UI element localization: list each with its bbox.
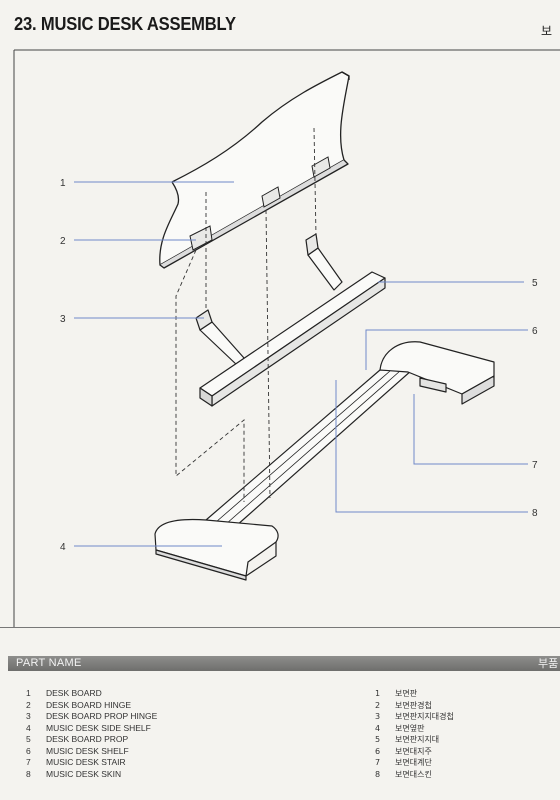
desk-board-prop [199,271,386,407]
part-name-header-ko: 부품 [538,657,559,670]
part-en-item: 3 DESK BOARD PROP HINGE [24,711,157,723]
part-en-item-name: DESK BOARD PROP [46,734,129,744]
callout-labels: 1 2 3 4 5 6 7 8 [60,178,538,553]
part-ko-item: 8 보면대스킨 [373,769,454,781]
part-ko-item: 4 보면옆판 [373,723,454,735]
board-hinges [189,156,331,251]
part-en-item-number: 1 [26,688,31,698]
part-name-band [8,656,560,671]
section-divider [0,627,560,628]
corner-title: 보 [541,24,553,38]
part-en-item: 7 MUSIC DESK STAIR [24,757,157,769]
part-en-item-number: 5 [26,734,31,744]
callout-4: 4 [60,542,66,553]
part-ko-item-name: 보면옆판 [395,723,425,733]
part-en-item-name: MUSIC DESK SKIN [46,768,122,779]
part-en-item-number: 7 [26,757,31,767]
part-en-item-name: DESK BOARD [46,688,102,698]
callout-2: 2 [60,236,66,247]
part-name-header: PART NAME [16,657,82,669]
part-ko-item-number: 3 [375,712,381,721]
callout-3: 3 [60,314,66,325]
part-ko-item-name: 보면대계단 [395,758,432,767]
part-ko-item-number: 7 [375,758,381,767]
parts-list-ko: 1 보면판 2 보면판경첩 3 보면판지지대경첩 4 보면옆판 5 보면판지지대 6 보면대지주 7 보면… [373,688,454,780]
part-ko-item-number: 2 [375,700,381,710]
part-en-item: 4 MUSIC DESK SIDE SHELF [24,723,157,735]
part-en-item: 5 DESK BOARD PROP [24,734,157,746]
part-ko-item: 1 보면판 [373,688,454,700]
callout-5: 5 [532,278,538,289]
part-en-item: 2 DESK BOARD HINGE [24,700,157,712]
part-en-item-name: MUSIC DESK STAIR [46,757,126,767]
leader-lines [74,181,528,547]
part-ko-item-name: 보면판지지대경첩 [395,712,454,721]
part-ko-item: 3 보면판지지대경첩 [373,711,454,723]
callout-7: 7 [532,460,538,471]
part-en-item-number: 6 [26,745,31,756]
part-ko-item-number: 8 [375,769,381,779]
part-en-item: 1 DESK BOARD [24,688,157,700]
desk-shelf [154,341,495,581]
part-en-item-number: 3 [26,711,31,721]
callout-8: 8 [532,508,538,519]
part-ko-item: 7 보면대계단 [373,757,454,769]
part-ko-item-name: 보면대스킨 [395,769,432,779]
page-title: 23. MUSIC DESK ASSEMBLY [14,14,236,34]
part-ko-item-number: 4 [375,723,381,733]
part-ko-item-name: 보면대지주 [395,746,432,756]
part-ko-item-number: 1 [375,689,381,698]
part-ko-item-name: 보면판경첩 [395,700,432,710]
part-en-item-name: MUSIC DESK SIDE SHELF [46,722,151,733]
part-en-item: 6 MUSIC DESK SHELF [24,746,157,758]
part-en-item-name: DESK BOARD HINGE [46,699,132,710]
part-en-item-number: 8 [26,768,31,779]
part-ko-item-name: 보면판지지대 [395,735,440,744]
part-ko-item-number: 5 [375,735,381,744]
part-ko-item-name: 보면판 [395,689,418,698]
part-en-item-name: DESK BOARD PROP HINGE [46,711,158,721]
part-ko-item-number: 6 [375,746,381,756]
assembly-guides [175,127,317,502]
part-en-item-name: MUSIC DESK SHELF [46,745,129,756]
callout-6: 6 [532,326,538,337]
part-ko-item: 5 보면판지지대 [373,734,454,746]
diagram-frame [13,49,560,627]
part-en-item-number: 2 [26,699,31,710]
part-ko-item: 6 보면대지주 [373,746,454,758]
part-en-item-number: 4 [26,722,31,733]
callout-1: 1 [60,178,66,189]
part-en-item: 8 MUSIC DESK SKIN [24,769,157,781]
part-ko-item: 2 보면판경첩 [373,700,454,712]
